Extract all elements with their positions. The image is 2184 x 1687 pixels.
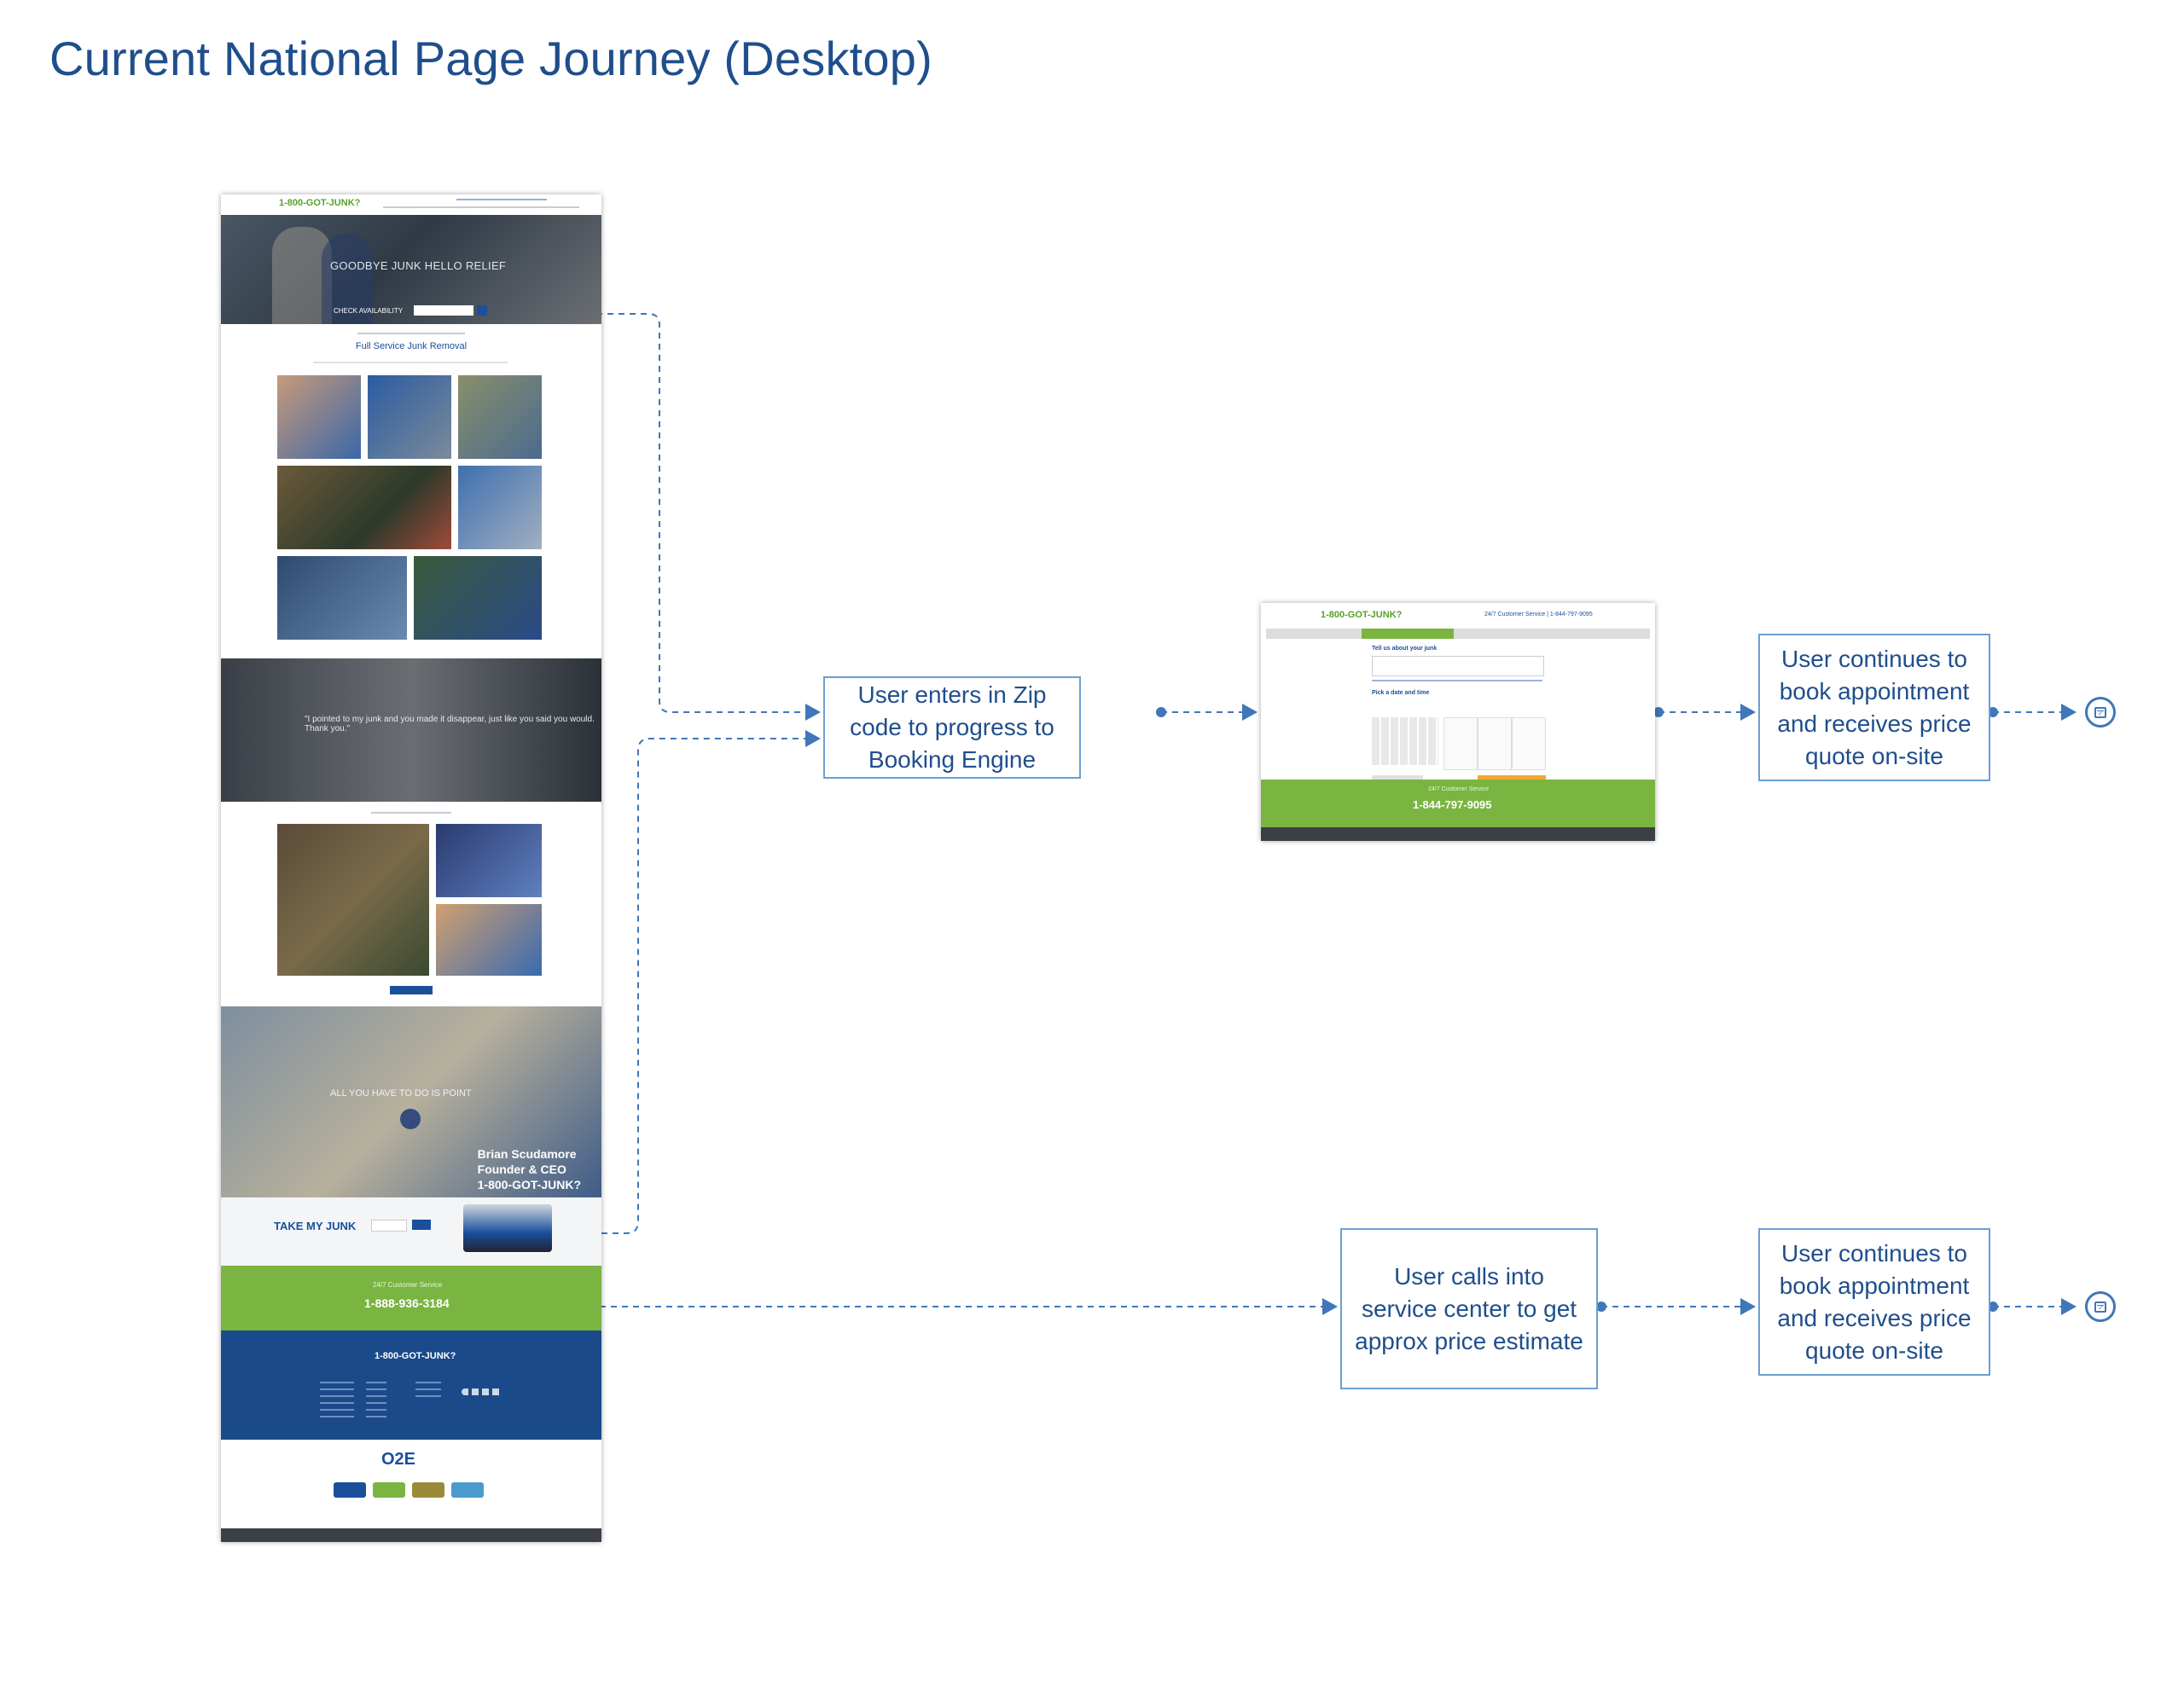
customer-service-band: 24/7 Customer Service 1-888-936-3184 bbox=[221, 1266, 601, 1330]
junk-description-input[interactable] bbox=[1372, 656, 1544, 676]
site-logo: 1-800-GOT-JUNK? bbox=[279, 198, 361, 208]
phone-number[interactable]: 1-888-936-3184 bbox=[364, 1296, 450, 1310]
booking-cs-band: 24/7 Customer Service 1-844-797-9095 bbox=[1261, 780, 1655, 827]
more-stories-button[interactable] bbox=[390, 986, 433, 994]
video-heading: ALL YOU HAVE TO DO IS POINT bbox=[330, 1088, 472, 1099]
take-my-junk-label: TAKE MY JUNK bbox=[274, 1220, 357, 1232]
service-photo bbox=[458, 375, 542, 459]
booking-phone[interactable]: 1-844-797-9095 bbox=[1413, 798, 1492, 811]
brand-van bbox=[373, 1482, 405, 1498]
time-slot-day[interactable] bbox=[1478, 717, 1512, 770]
hero-zip-input[interactable] bbox=[414, 305, 473, 316]
testimonial-banner: "I pointed to my junk and you made it di… bbox=[221, 658, 601, 802]
brand-van bbox=[412, 1482, 444, 1498]
national-page-screenshot: 1-800-GOT-JUNK? GOODBYE JUNK HELLO RELIE… bbox=[221, 194, 601, 1542]
o2e-logo: O2E bbox=[381, 1450, 416, 1469]
brand-van bbox=[334, 1482, 366, 1498]
o2e-brands: O2E bbox=[221, 1440, 601, 1528]
services-title: Full Service Junk Removal bbox=[355, 341, 468, 351]
step-call-center-text: User calls into service center to get ap… bbox=[1355, 1262, 1583, 1354]
story-photo bbox=[277, 824, 429, 976]
booking-form: Tell us about your junk Pick a date and … bbox=[1372, 646, 1548, 787]
take-my-junk-zip-input[interactable] bbox=[371, 1220, 407, 1232]
connector-takejunk-to-zip bbox=[479, 730, 821, 1234]
truck-image bbox=[463, 1204, 552, 1252]
junk-section-title: Tell us about your junk bbox=[1372, 646, 1438, 652]
check-availability-label: CHECK AVAILABILITY bbox=[334, 307, 404, 315]
booking-cs-label: 24/7 Customer Service bbox=[1428, 786, 1490, 792]
step-book-online-text: User continues to book appointment and r… bbox=[1777, 645, 1972, 769]
page-title: Current National Page Journey (Desktop) bbox=[49, 32, 932, 85]
service-photo bbox=[458, 466, 542, 549]
step-book-phone-text: User continues to book appointment and r… bbox=[1777, 1239, 1972, 1364]
booking-bottom-bar bbox=[1261, 827, 1655, 841]
calendar-grid[interactable] bbox=[1372, 717, 1438, 765]
site-header: 1-800-GOT-JUNK? bbox=[221, 194, 601, 215]
step-book-online: User continues to book appointment and r… bbox=[1758, 634, 1990, 781]
step-zip-code: User enters in Zip code to progress to B… bbox=[823, 676, 1081, 779]
site-bottom-bar bbox=[221, 1528, 601, 1542]
service-photo bbox=[277, 556, 407, 640]
site-footer: 1-800-GOT-JUNK? bbox=[221, 1330, 601, 1440]
booking-header: 1-800-GOT-JUNK? 24/7 Customer Service | … bbox=[1261, 603, 1655, 627]
service-photo bbox=[414, 556, 542, 640]
site-hero: GOODBYE JUNK HELLO RELIEF CHECK AVAILABI… bbox=[221, 215, 601, 324]
story-photo bbox=[436, 824, 542, 897]
booking-engine-screenshot: 1-800-GOT-JUNK? 24/7 Customer Service | … bbox=[1261, 603, 1655, 841]
step-book-phone: User continues to book appointment and r… bbox=[1758, 1228, 1990, 1376]
brand-van bbox=[451, 1482, 484, 1498]
hero-tagline: GOODBYE JUNK HELLO RELIEF bbox=[330, 259, 507, 272]
hero-go-button[interactable] bbox=[477, 305, 487, 316]
time-slot-day[interactable] bbox=[1512, 717, 1546, 770]
service-photo bbox=[368, 375, 451, 459]
calendar-check-icon bbox=[2085, 1291, 2116, 1322]
cs-label: 24/7 Customer Service bbox=[373, 1281, 443, 1289]
booking-logo: 1-800-GOT-JUNK? bbox=[1321, 610, 1403, 620]
booking-steps bbox=[1266, 629, 1650, 639]
calendar-check-icon bbox=[2085, 697, 2116, 728]
booking-cs-header: 24/7 Customer Service | 1-844-797-9095 bbox=[1484, 612, 1593, 617]
footer-logo: 1-800-GOT-JUNK? bbox=[375, 1351, 456, 1361]
step-zip-code-text: User enters in Zip code to progress to B… bbox=[850, 681, 1054, 773]
take-my-junk-bar: TAKE MY JUNK bbox=[221, 1197, 601, 1266]
time-slot-day[interactable] bbox=[1443, 717, 1478, 770]
play-icon[interactable] bbox=[400, 1109, 421, 1129]
step-call-center: User calls into service center to get ap… bbox=[1340, 1228, 1598, 1389]
testimonial-quote: "I pointed to my junk and you made it di… bbox=[305, 715, 595, 733]
date-section-title: Pick a date and time bbox=[1372, 690, 1430, 696]
take-my-junk-go-button[interactable] bbox=[412, 1220, 431, 1230]
connector-hero-to-zip bbox=[497, 313, 821, 721]
ceo-video: ALL YOU HAVE TO DO IS POINT Brian Scudam… bbox=[221, 1006, 601, 1197]
story-photo bbox=[436, 904, 542, 976]
service-photo bbox=[277, 375, 361, 459]
video-caption: Brian Scudamore Founder & CEO 1-800-GOT-… bbox=[477, 1147, 581, 1191]
service-photo bbox=[277, 466, 451, 549]
